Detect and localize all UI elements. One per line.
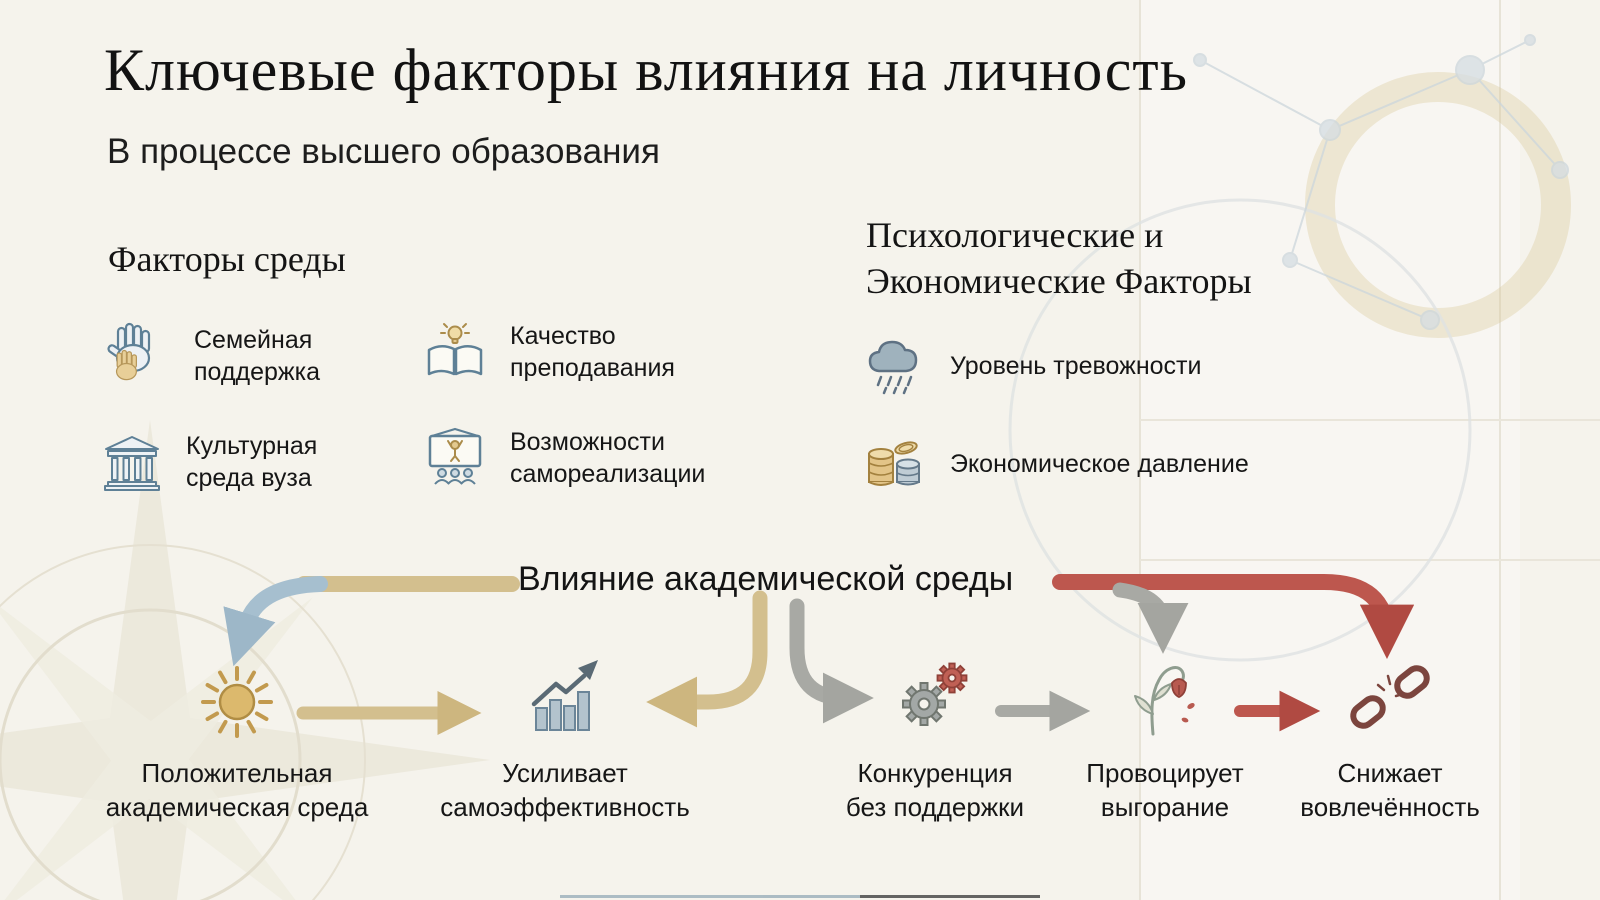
bank-icon — [100, 432, 166, 492]
psych-econ-section-heading: Психологические и Экономические Факторы — [866, 215, 1252, 302]
flow-node-label: Провоцирует выгорание — [1086, 758, 1244, 823]
sun-icon — [195, 660, 279, 744]
psych-item-label: Экономическое давление — [950, 449, 1249, 478]
flow-node-label: Усиливает самоэффективность — [440, 758, 690, 823]
hands-icon — [100, 320, 174, 392]
compass-rose-decoration — [0, 420, 490, 900]
growth-chart-icon — [522, 658, 608, 738]
env-item-label: Семейная поддержка — [194, 325, 320, 387]
env-item-label: Культурная среда вуза — [186, 431, 318, 493]
environment-section-heading: Факторы среды — [108, 239, 346, 279]
page-title: Ключевые факторы влияния на личность — [104, 37, 1188, 103]
coins-icon — [862, 434, 930, 494]
env-item-label: Возможности самореализации — [510, 427, 706, 489]
book-lightbulb-icon — [420, 320, 490, 384]
env-item-family-support: Семейная поддержка — [100, 318, 320, 394]
env-item-self-realization: Возможности самореализации — [420, 420, 705, 496]
arrow-gray-to-plant — [1112, 582, 1189, 654]
flow-node-label: Конкуренция без поддержки — [845, 758, 1025, 823]
wilting-flower-icon — [1125, 650, 1205, 736]
flow-band-label: Влияние академической среды — [518, 560, 1014, 598]
footer-divider — [560, 895, 1040, 898]
arrow-blue-to-sun — [223, 576, 328, 667]
env-item-cultural-environment: Культурная среда вуза — [100, 424, 317, 500]
psych-item-label: Уровень тревожности — [950, 351, 1202, 380]
broken-chain-icon — [1346, 660, 1434, 734]
env-item-label: Качество преподавания — [510, 321, 675, 383]
gears-icon — [890, 652, 980, 736]
presentation-icon — [420, 426, 490, 490]
flow-node-label: Положительная академическая среда — [105, 758, 369, 823]
page-subtitle: В процессе высшего образования — [107, 132, 660, 171]
env-item-teaching-quality: Качество преподавания — [420, 314, 675, 390]
arrow-gray-to-gears — [789, 598, 874, 724]
rain-cloud-icon — [864, 335, 930, 397]
psych-item-economic-pressure: Экономическое давление — [862, 426, 1249, 502]
band-right-red — [1052, 574, 1415, 660]
psych-item-anxiety: Уровень тревожности — [864, 328, 1201, 404]
network-decoration — [1193, 34, 1569, 330]
arrow-tan-to-chart — [646, 590, 768, 728]
flow-node-label: Снижает вовлечённость — [1300, 758, 1480, 823]
